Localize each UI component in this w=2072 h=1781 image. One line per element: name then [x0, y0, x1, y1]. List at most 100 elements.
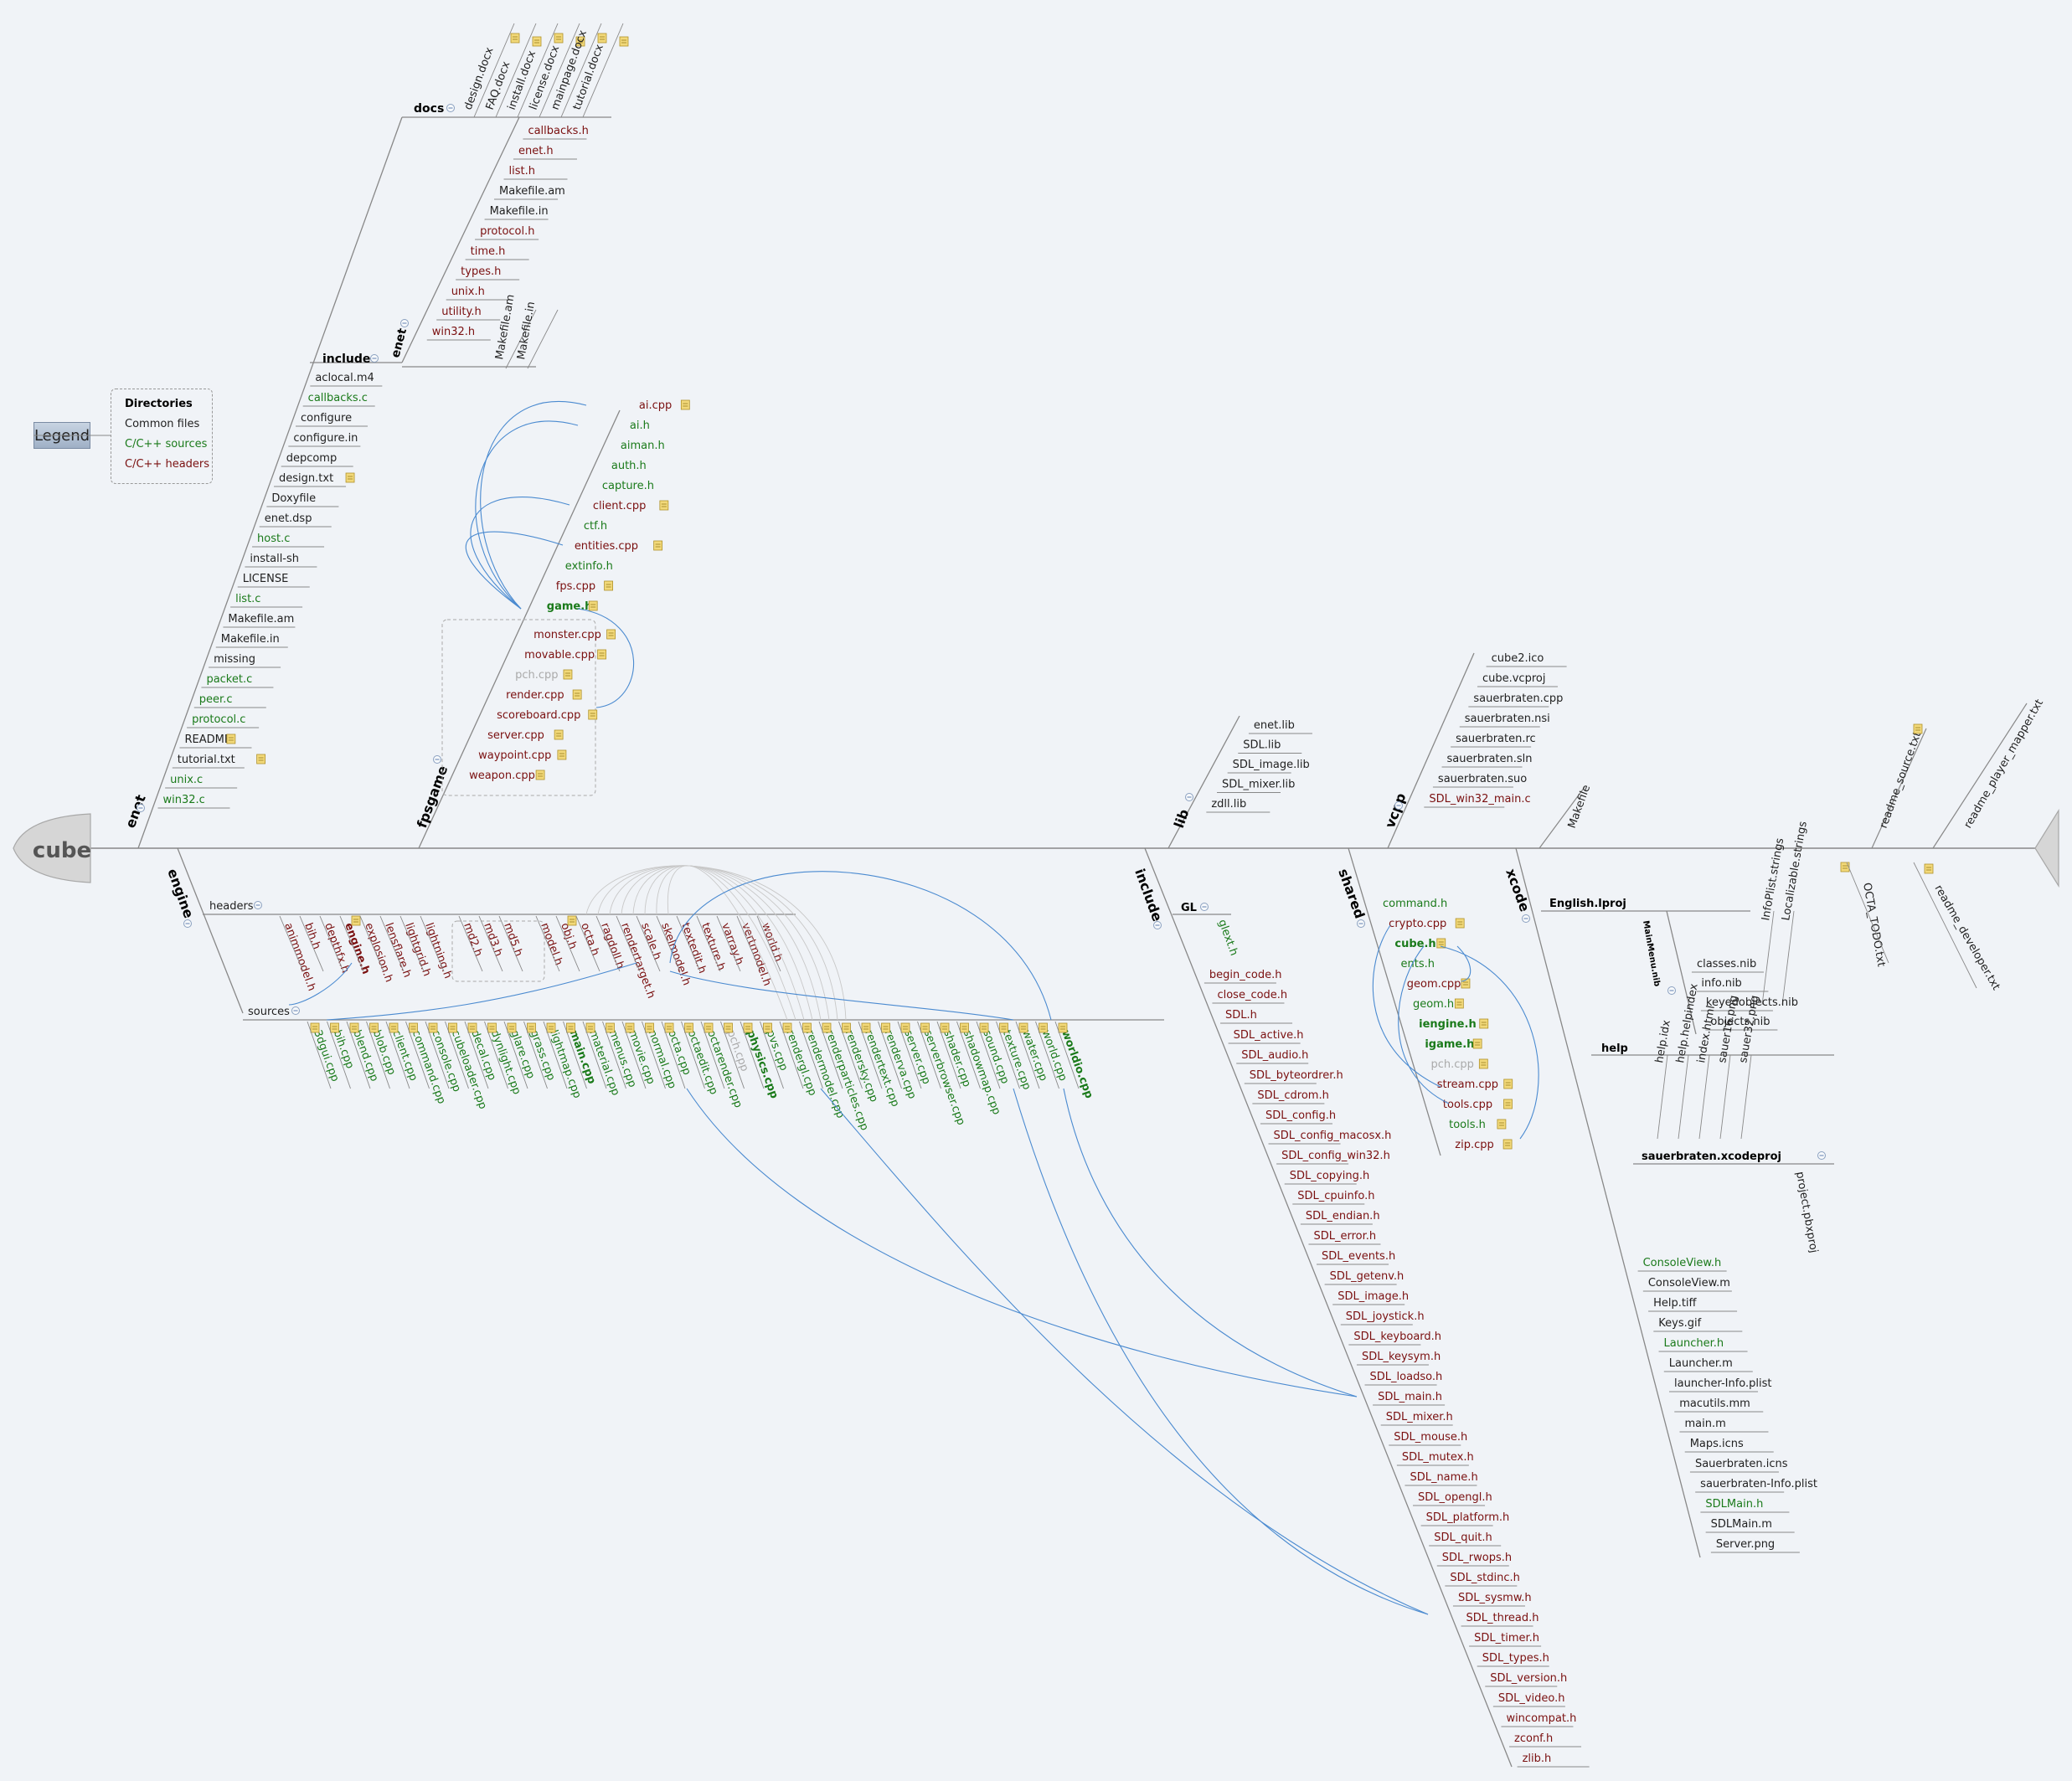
note-icon[interactable] — [664, 1022, 674, 1033]
note-icon[interactable] — [1840, 862, 1850, 872]
note-icon[interactable] — [507, 1022, 517, 1033]
note-icon[interactable] — [1503, 1099, 1513, 1109]
note-icon[interactable] — [597, 33, 607, 44]
file-label: glext.h — [1215, 918, 1240, 957]
note-icon[interactable] — [724, 1022, 733, 1033]
note-icon[interactable] — [802, 1022, 812, 1033]
note-icon[interactable] — [1455, 918, 1465, 929]
note-icon[interactable] — [389, 1022, 399, 1033]
note-icon[interactable] — [1497, 1119, 1507, 1130]
note-icon[interactable] — [920, 1022, 930, 1033]
note-icon[interactable] — [585, 1022, 595, 1033]
note-icon[interactable] — [448, 1022, 457, 1033]
note-icon[interactable] — [1478, 1058, 1488, 1069]
readme-player-label: readme_player_mapper.txt — [1961, 697, 2046, 831]
note-icon[interactable] — [1436, 938, 1446, 949]
note-icon[interactable] — [999, 1022, 1008, 1033]
note-icon[interactable] — [575, 36, 585, 47]
note-icon[interactable] — [310, 1022, 320, 1033]
note-icon[interactable] — [369, 1022, 379, 1033]
note-icon[interactable] — [782, 1022, 792, 1033]
file-label: SDL_error.h — [1313, 1230, 1376, 1243]
note-icon[interactable] — [1924, 863, 1934, 874]
note-icon[interactable] — [900, 1022, 910, 1033]
note-icon[interactable] — [554, 33, 564, 44]
note-icon[interactable] — [606, 629, 616, 640]
xcode-branch — [1515, 847, 1701, 1558]
item-underline — [555, 915, 580, 972]
note-icon[interactable] — [532, 36, 542, 47]
note-icon[interactable] — [588, 709, 598, 720]
note-icon[interactable] — [861, 1022, 871, 1033]
item-underline — [498, 915, 523, 972]
head-shape[interactable] — [13, 813, 91, 883]
note-icon[interactable] — [349, 1022, 359, 1033]
note-icon[interactable] — [604, 580, 613, 591]
note-icon[interactable] — [527, 1022, 536, 1033]
note-icon[interactable] — [1454, 998, 1464, 1009]
note-icon[interactable] — [567, 915, 577, 926]
note-icon[interactable] — [881, 1022, 890, 1033]
note-icon[interactable] — [428, 1022, 438, 1033]
file-label: LICENSE — [243, 573, 289, 585]
note-icon[interactable] — [563, 669, 573, 680]
note-icon[interactable] — [940, 1022, 950, 1033]
note-icon[interactable] — [1472, 1038, 1482, 1049]
note-icon[interactable] — [1502, 1139, 1513, 1150]
file-label: project.pbxproj — [1793, 1171, 1820, 1253]
note-icon[interactable] — [680, 399, 690, 410]
note-icon[interactable] — [619, 36, 629, 47]
note-icon[interactable] — [659, 500, 669, 511]
file-label: SDL_config_win32.h — [1281, 1150, 1390, 1162]
file-label: depcomp — [286, 452, 338, 465]
note-icon[interactable] — [979, 1022, 989, 1033]
note-icon[interactable] — [704, 1022, 714, 1033]
note-icon[interactable] — [625, 1022, 635, 1033]
note-icon[interactable] — [409, 1022, 418, 1033]
note-icon[interactable] — [606, 1022, 615, 1033]
dependency-arc — [288, 962, 353, 1006]
note-icon[interactable] — [763, 1022, 772, 1033]
note-icon[interactable] — [554, 729, 564, 740]
note-icon[interactable] — [510, 33, 520, 44]
note-icon[interactable] — [535, 770, 545, 780]
note-icon[interactable] — [546, 1022, 556, 1033]
item-underline — [799, 1021, 823, 1089]
note-icon[interactable] — [1503, 1078, 1513, 1089]
note-icon[interactable] — [566, 1022, 575, 1033]
note-icon[interactable] — [226, 734, 236, 744]
note-icon[interactable] — [960, 1022, 969, 1033]
note-icon[interactable] — [1058, 1022, 1068, 1033]
dependency-arc — [1013, 1088, 1429, 1615]
note-icon[interactable] — [597, 649, 606, 660]
note-icon[interactable] — [351, 915, 361, 926]
note-icon[interactable] — [1039, 1022, 1048, 1033]
note-icon[interactable] — [572, 689, 582, 700]
note-icon[interactable] — [345, 472, 355, 483]
file-label: SDL_mutex.h — [1402, 1451, 1474, 1464]
note-icon[interactable] — [1018, 1022, 1028, 1033]
note-icon[interactable] — [645, 1022, 654, 1033]
note-icon[interactable] — [487, 1022, 497, 1033]
note-icon[interactable] — [822, 1022, 832, 1033]
note-icon[interactable] — [467, 1022, 477, 1033]
file-label: unix.c — [170, 774, 203, 786]
note-icon[interactable] — [653, 540, 663, 551]
file-label: missing — [214, 653, 255, 666]
file-label: wincompat.h — [1506, 1712, 1576, 1725]
note-icon[interactable] — [557, 749, 567, 760]
note-icon[interactable] — [743, 1022, 753, 1033]
note-icon[interactable] — [684, 1022, 693, 1033]
file-label: SDL_events.h — [1322, 1250, 1395, 1263]
note-icon[interactable] — [588, 600, 598, 611]
note-icon[interactable] — [1479, 1018, 1489, 1029]
file-label: macutils.mm — [1679, 1398, 1750, 1410]
note-icon[interactable] — [1913, 723, 1923, 734]
note-icon[interactable] — [330, 1022, 339, 1033]
note-icon[interactable] — [256, 754, 266, 764]
note-icon[interactable] — [1461, 978, 1471, 989]
dependency-arc — [465, 531, 564, 610]
mainmenu-branch — [1666, 910, 1697, 1035]
note-icon[interactable] — [842, 1022, 851, 1033]
file-label: SDL.h — [1225, 1009, 1257, 1022]
